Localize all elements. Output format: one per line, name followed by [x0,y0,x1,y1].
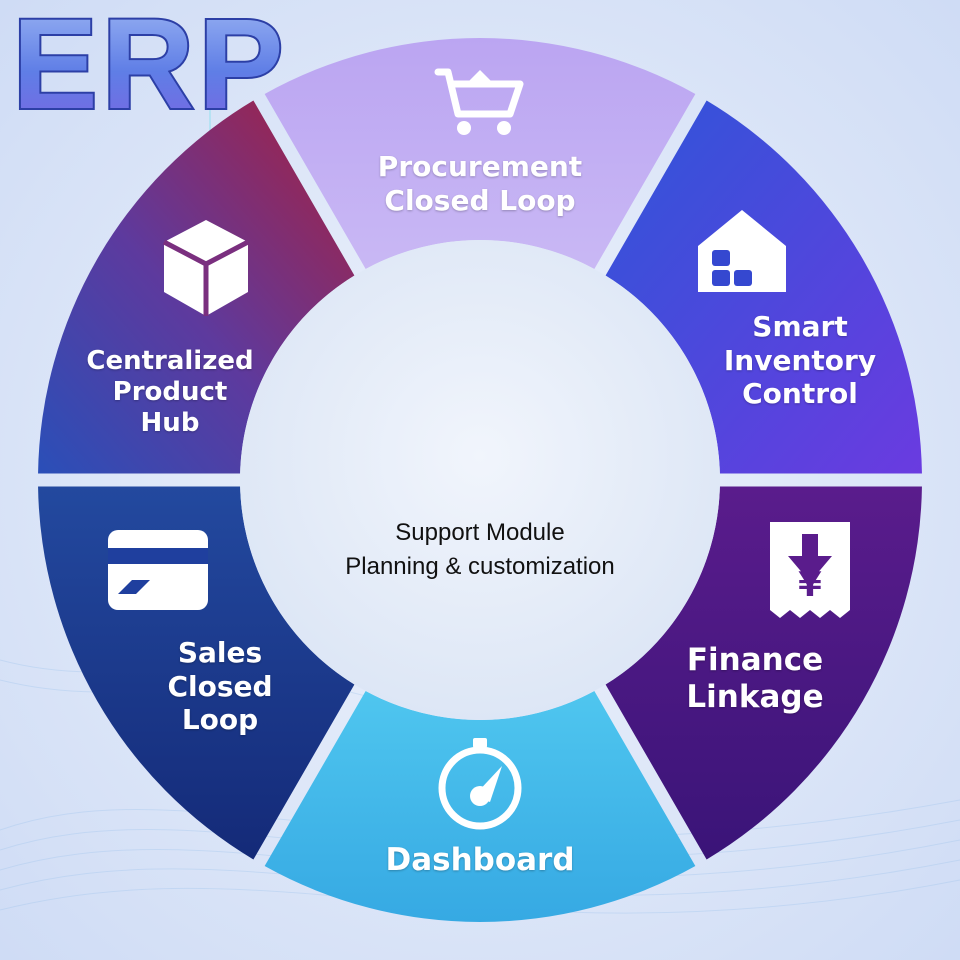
credit-card-icon [108,530,208,610]
segment-label-line: Loop [181,703,259,737]
erp-title-text: ERP [12,0,287,130]
segment-procurement [264,38,696,269]
segment-label-line: Smart [752,310,848,343]
center-subtitle-line: Planning & customization [345,552,615,580]
segment-label-line: Sales [177,636,263,669]
yen-receipt-icon: ¥ [770,522,850,618]
box-icon [162,220,250,316]
segment-label-line: Control [742,377,858,411]
center-circle [240,240,720,720]
shopping-cart-icon [434,68,524,135]
segment-label-finance: Finance Linkage [660,642,850,716]
center-subtitle: Support Module Planning & customization [290,516,670,583]
segment-label-line: Procurement [377,150,583,183]
segment-label-procurement: Procurement Closed Loop [330,150,630,217]
segment-label-inventory: Smart Inventory Control [700,310,900,411]
svg-text:¥: ¥ [798,565,822,605]
segment-label-line: Product [112,377,228,408]
segment-label-line: Finance [686,642,824,678]
segment-label-dashboard: Dashboard [350,842,610,879]
segment-label-line: Dashboard [385,842,575,878]
segment-label-line: Hub [140,408,200,439]
segment-label-product: Centralized Product Hub [60,346,280,440]
segment-label-line: Closed [167,669,273,703]
speedometer-icon [438,738,522,830]
segment-label-line: Inventory [723,343,877,377]
segment-label-line: Centralized [86,346,254,376]
segment-icons: ¥ [108,68,850,830]
warehouse-icon [698,210,786,292]
segment-dashboard [264,691,696,922]
segment-label-line: Linkage [686,679,824,716]
erp-title: ERP [10,0,287,130]
segment-label-sales: Sales Closed Loop [130,636,310,737]
segment-label-line: Closed Loop [384,183,576,217]
center-subtitle-line: Support Module [395,519,565,546]
